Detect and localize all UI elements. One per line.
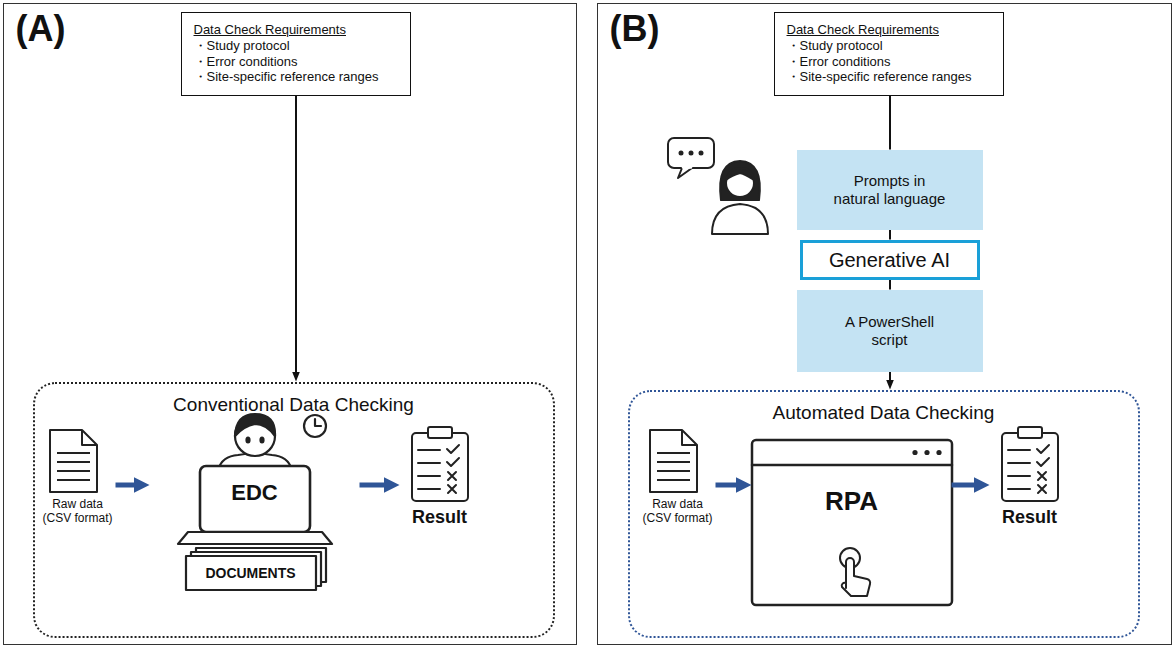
node-label: Raw data (CSV format) xyxy=(640,497,716,526)
data-file: Raw data (CSV format) xyxy=(40,425,116,550)
panel: (A) Data Check Requirements・Study protoco… xyxy=(3,3,577,645)
process-box: A PowerShell script xyxy=(797,290,983,372)
prompt-author-illustration xyxy=(668,138,768,234)
clipboard-icon xyxy=(412,427,468,501)
node-label: ・Error conditions xyxy=(194,54,298,70)
rpa-tool: RPA xyxy=(752,440,952,605)
node-label: Generative AI xyxy=(829,248,950,272)
rpa-window xyxy=(752,440,952,605)
node-label: Prompts in natural language xyxy=(831,172,949,208)
clipboard-icon xyxy=(1002,427,1058,501)
process-box: Prompts in natural language xyxy=(797,150,983,230)
connector-line xyxy=(889,230,891,240)
manual-check: EDC DOCUMENTS xyxy=(150,410,360,595)
requirements-box: Data Check Requirements・Study protocol・E… xyxy=(181,12,411,96)
requirements-box: Data Check Requirements・Study protocol・E… xyxy=(774,12,1004,96)
flow-arrow xyxy=(116,483,142,488)
node-label: A PowerShell script xyxy=(831,313,949,349)
ai-box: Generative AI xyxy=(800,240,980,280)
worker-illustration xyxy=(178,414,332,590)
connector-line xyxy=(889,372,891,385)
document-icon xyxy=(50,430,97,492)
node-label: RPA xyxy=(752,486,952,517)
node-label: (A) xyxy=(16,7,96,50)
flow-arrow xyxy=(360,483,392,488)
connector-line xyxy=(295,96,297,377)
node-label: Conventional Data Checking xyxy=(33,394,555,417)
node-label: Automated Data Checking xyxy=(628,402,1140,425)
panel: (B) Data Check Requirements・Study protoco… xyxy=(597,3,1172,645)
node-label: DOCUMENTS xyxy=(186,565,316,582)
flow-arrow xyxy=(952,483,982,488)
box-heading: Data Check Requirements xyxy=(787,22,939,38)
node-label: ・Error conditions xyxy=(787,54,891,70)
node-label: ・Site-specific reference ranges xyxy=(787,69,972,85)
process-group: Conventional Data CheckingRaw data (CSV … xyxy=(33,382,555,638)
connector-line xyxy=(889,96,891,150)
flow-arrow xyxy=(716,483,744,488)
node-label: Result xyxy=(990,507,1070,529)
node-label: ・Study protocol xyxy=(194,38,290,54)
node-label: ・Site-specific reference ranges xyxy=(194,69,379,85)
connector-line xyxy=(889,280,891,290)
data-file: Raw data (CSV format) xyxy=(640,425,716,550)
document-icon xyxy=(650,430,697,492)
node-label: Result xyxy=(400,507,480,529)
box-heading: Data Check Requirements xyxy=(194,22,346,38)
process-group: Automated Data CheckingRaw data (CSV for… xyxy=(628,390,1140,638)
result-icon: Result xyxy=(990,425,1070,550)
node-label: (B) xyxy=(610,7,690,50)
node-label: EDC xyxy=(200,480,310,506)
node-label: ・Study protocol xyxy=(787,38,883,54)
node-label: Raw data (CSV format) xyxy=(40,497,116,526)
result-icon: Result xyxy=(400,425,480,550)
